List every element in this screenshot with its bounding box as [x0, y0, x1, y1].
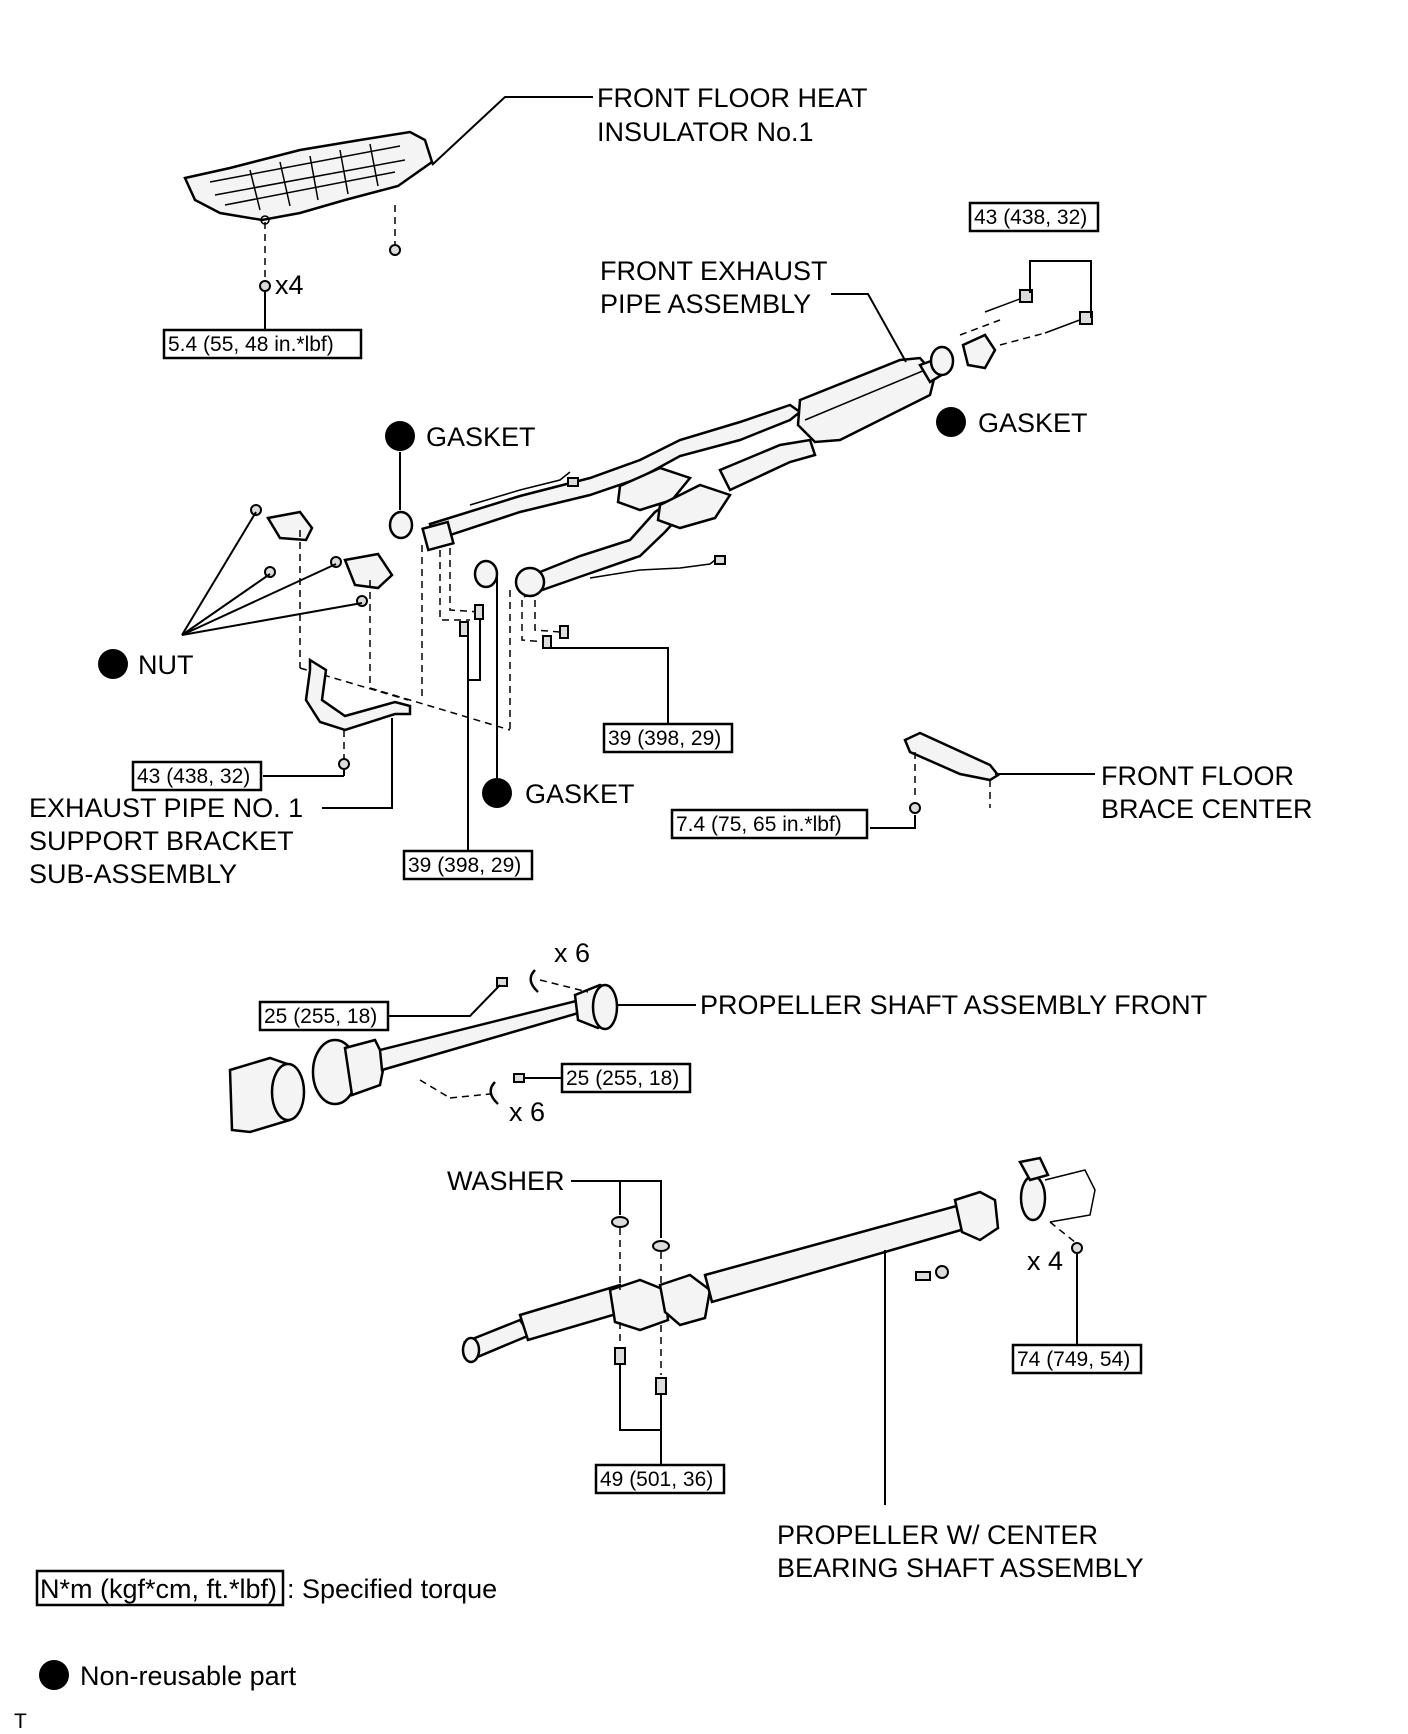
pipe-bolt-icon [459, 621, 469, 637]
bracket-torque-box [131, 760, 263, 792]
nut-label: NUT [138, 650, 194, 680]
rear-qty: x 4 [1027, 1246, 1063, 1276]
diff-nut-icon [1071, 1242, 1083, 1254]
center-bearing-torque-box [594, 1463, 726, 1495]
lock-plate-icon [529, 969, 539, 993]
pipe-bolts-torque: 39 (398, 29) [608, 727, 721, 750]
gasket-bolts-torque-box [402, 849, 534, 881]
insulator-label-line2: INSULATOR No.1 [597, 117, 814, 147]
rear-flange-torque: 43 (438, 32) [974, 206, 1087, 229]
gasket-lower-label: GASKET [525, 779, 635, 809]
prop-front-top-qty: x 6 [554, 938, 590, 968]
propeller-front-part [228, 983, 619, 1134]
gasket-right-marker [936, 407, 966, 437]
nut-marker [98, 649, 128, 679]
rear-washer-icon [935, 1265, 949, 1279]
legend-nonreusable-marker [39, 1660, 69, 1690]
prop-front-top-torque-box [258, 1000, 390, 1032]
gasket-top-marker [385, 421, 415, 451]
propeller-center-part [461, 1156, 1096, 1364]
prop-front-top-torque: 25 (255, 18) [264, 1005, 377, 1028]
rear-flange-part [929, 289, 1093, 377]
bracket-torque: 43 (438, 32) [137, 765, 250, 788]
propeller-center-label-line1: PROPELLER W/ CENTER [777, 1520, 1098, 1550]
pipe-bolts-torque-box [602, 722, 734, 754]
bracket-label-line3: SUB-ASSEMBLY [29, 859, 237, 889]
insulator-qty: x4 [275, 270, 304, 300]
prop-front-bottom-qty: x 6 [509, 1097, 545, 1127]
legend-torque-desc: : Specified torque [287, 1574, 497, 1604]
prop-bolt-icon [496, 977, 508, 987]
brace-torque-box [670, 808, 869, 840]
nut-parts [250, 504, 394, 607]
rear-bolt-icon [915, 1271, 931, 1281]
brace-torque: 7.4 (75, 65 in.*lbf) [676, 813, 842, 836]
heat-insulator-part [183, 130, 434, 292]
center-bolt-icon [614, 1347, 626, 1365]
exhaust-bracket-part [304, 657, 412, 770]
diff-flange-torque: 74 (749, 54) [1017, 1348, 1130, 1371]
washer-icon [652, 1240, 670, 1252]
pipe-bolt-icon [559, 625, 569, 639]
prop-front-bottom-torque: 25 (255, 18) [566, 1067, 679, 1090]
insulator-torque: 5.4 (55, 48 in.*lbf) [168, 333, 334, 356]
legend-torque-unit: N*m (kgf*cm, ft.*lbf) [40, 1574, 277, 1604]
bracket-label-line1: EXHAUST PIPE NO. 1 [29, 793, 303, 823]
corner-mark: T [14, 1710, 27, 1733]
diff-flange-torque-box [1011, 1343, 1143, 1375]
gasket-bolts-torque: 39 (398, 29) [408, 854, 521, 877]
front-exhaust-pipe-part [421, 354, 952, 598]
legend-nonreusable-label: Non-reusable part [80, 1661, 297, 1691]
gasket-top-label: GASKET [426, 422, 536, 452]
pipe-bolt-icon [474, 604, 484, 620]
gasket-lower-marker [482, 778, 512, 808]
legend-torque-box [35, 1569, 285, 1607]
prop-bolt-icon [513, 1073, 525, 1083]
propeller-center-label-line2: BEARING SHAFT ASSEMBLY [777, 1553, 1144, 1583]
front-exhaust-label-line1: FRONT EXHAUST [600, 256, 828, 286]
center-bearing-torque: 49 (501, 36) [600, 1468, 713, 1491]
rear-flange-torque-box [968, 201, 1100, 233]
lock-plate-icon [489, 1081, 499, 1105]
front-exhaust-label-line2: PIPE ASSEMBLY [600, 289, 811, 319]
center-bolt-icon [655, 1377, 667, 1395]
brace-label-line2: BRACE CENTER [1101, 794, 1313, 824]
washer-icon [611, 1216, 629, 1228]
prop-front-bottom-torque-box [560, 1062, 692, 1094]
floor-brace-part [903, 731, 1000, 814]
gasket-right-label: GASKET [978, 408, 1088, 438]
pipe-bolt-icon [542, 635, 552, 649]
insulator-torque-box [162, 328, 363, 360]
insulator-label-line1: FRONT FLOOR HEAT [597, 83, 868, 113]
washer-label: WASHER [447, 1166, 565, 1196]
propeller-front-label: PROPELLER SHAFT ASSEMBLY FRONT [700, 990, 1207, 1020]
bracket-label-line2: SUPPORT BRACKET [29, 826, 294, 856]
brace-label-line1: FRONT FLOOR [1101, 761, 1294, 791]
